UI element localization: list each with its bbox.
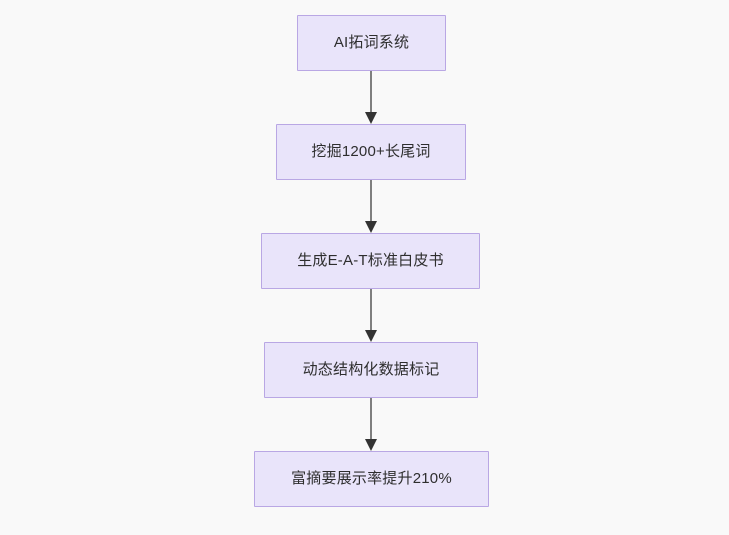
edge-n4-n5	[365, 398, 377, 451]
arrowhead-icon	[365, 112, 377, 124]
flowchart-node-label: 动态结构化数据标记	[302, 361, 440, 378]
arrowhead-icon	[365, 439, 377, 451]
flowchart-node-label: 富摘要展示率提升210%	[291, 470, 452, 487]
flowchart-node-label: AI拓词系统	[333, 34, 410, 51]
edge-n1-n2	[365, 71, 377, 124]
flowchart-node-label: 挖掘1200+长尾词	[311, 143, 431, 160]
arrowhead-icon	[365, 221, 377, 233]
flowchart-node-n2[interactable]: 挖掘1200+长尾词	[276, 124, 466, 180]
flowchart-node-n4[interactable]: 动态结构化数据标记	[264, 342, 478, 398]
flowchart-node-n3[interactable]: 生成E-A-T标准白皮书	[261, 233, 480, 289]
flowchart-node-n5[interactable]: 富摘要展示率提升210%	[254, 451, 489, 507]
flowchart-node-n1[interactable]: AI拓词系统	[297, 15, 446, 71]
arrowhead-icon	[365, 330, 377, 342]
edge-n2-n3	[365, 180, 377, 233]
edge-n3-n4	[365, 289, 377, 342]
flowchart-node-label: 生成E-A-T标准白皮书	[297, 252, 444, 269]
